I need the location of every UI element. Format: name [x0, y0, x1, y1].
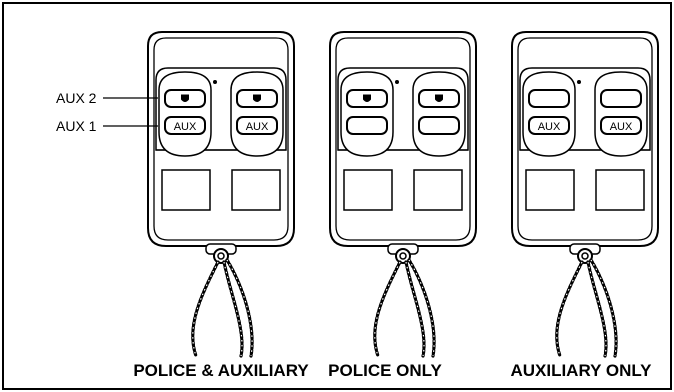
caption-police-auxiliary: POLICE & AUXILIARY: [133, 361, 309, 380]
badge-icon: [253, 94, 261, 102]
bead-chain-highlight: [405, 261, 425, 357]
bottom-button: [600, 116, 642, 135]
keychain-icon: [373, 248, 436, 358]
bottom-button-label: AUX: [174, 121, 197, 133]
bottom-button: [528, 116, 570, 135]
led-indicator: [213, 80, 217, 84]
label-window-left: [343, 169, 393, 211]
keyring-inner: [217, 252, 225, 260]
top-button: [600, 89, 642, 108]
callout-aux2: AUX 2: [56, 90, 158, 106]
bottom-button: [346, 116, 388, 135]
remote-auxiliary-only: AUX AUX: [511, 31, 659, 358]
button-dome: [340, 71, 394, 157]
bead-chain-highlight: [408, 259, 435, 357]
badge-icon: [181, 94, 189, 102]
led-indicator: [577, 80, 581, 84]
bottom-button-label: AUX: [246, 121, 269, 133]
bead-chain-strand: [404, 260, 426, 358]
bead-chain-strand: [191, 260, 220, 358]
bead-chain-strand: [222, 260, 244, 358]
badge-icon: [435, 94, 443, 102]
keychain-icon: [555, 248, 618, 358]
label-window-right: [231, 169, 281, 211]
keychain-icon: [191, 248, 254, 358]
button-dome: [594, 71, 648, 157]
callout-aux1: AUX 1: [56, 118, 158, 134]
remote-police-only: [329, 31, 477, 358]
badge-icon: [363, 94, 371, 102]
bottom-button-label: AUX: [610, 121, 633, 133]
remote-police-auxiliary: AUX AUX: [147, 31, 295, 358]
bead-chain-strand: [407, 258, 436, 358]
bead-chain-highlight: [587, 261, 607, 357]
led-indicator: [395, 80, 399, 84]
bead-chain-strand: [225, 258, 254, 358]
top-button: [528, 89, 570, 108]
button-dome: [230, 71, 284, 157]
bottom-button: [236, 116, 278, 135]
bead-chain-highlight: [590, 259, 617, 357]
bottom-button: [418, 116, 460, 135]
bead-chain-strand: [555, 260, 584, 358]
label-window-left: [161, 169, 211, 211]
callout-aux1-label: AUX 1: [56, 118, 97, 134]
remote-body-inner: [153, 37, 289, 241]
bead-chain-strand: [586, 260, 608, 358]
keyring-inner: [581, 252, 589, 260]
caption-auxiliary-only: AUXILIARY ONLY: [510, 361, 652, 380]
bottom-button: [164, 116, 206, 135]
button-dome: [158, 71, 212, 157]
label-window-right: [595, 169, 645, 211]
remote-body-inner: [517, 37, 653, 241]
bead-chain-strand: [373, 260, 402, 358]
keyring-inner: [399, 252, 407, 260]
bead-chain-highlight: [226, 259, 253, 357]
label-window-left: [525, 169, 575, 211]
bottom-button-label: AUX: [538, 121, 561, 133]
callout-aux2-label: AUX 2: [56, 90, 97, 106]
bead-chain-strand: [589, 258, 618, 358]
bead-chain-highlight: [223, 261, 243, 357]
remote-body-inner: [335, 37, 471, 241]
label-window-right: [413, 169, 463, 211]
caption-police-only: POLICE ONLY: [328, 361, 442, 380]
button-dome: [412, 71, 466, 157]
button-dome: [522, 71, 576, 157]
